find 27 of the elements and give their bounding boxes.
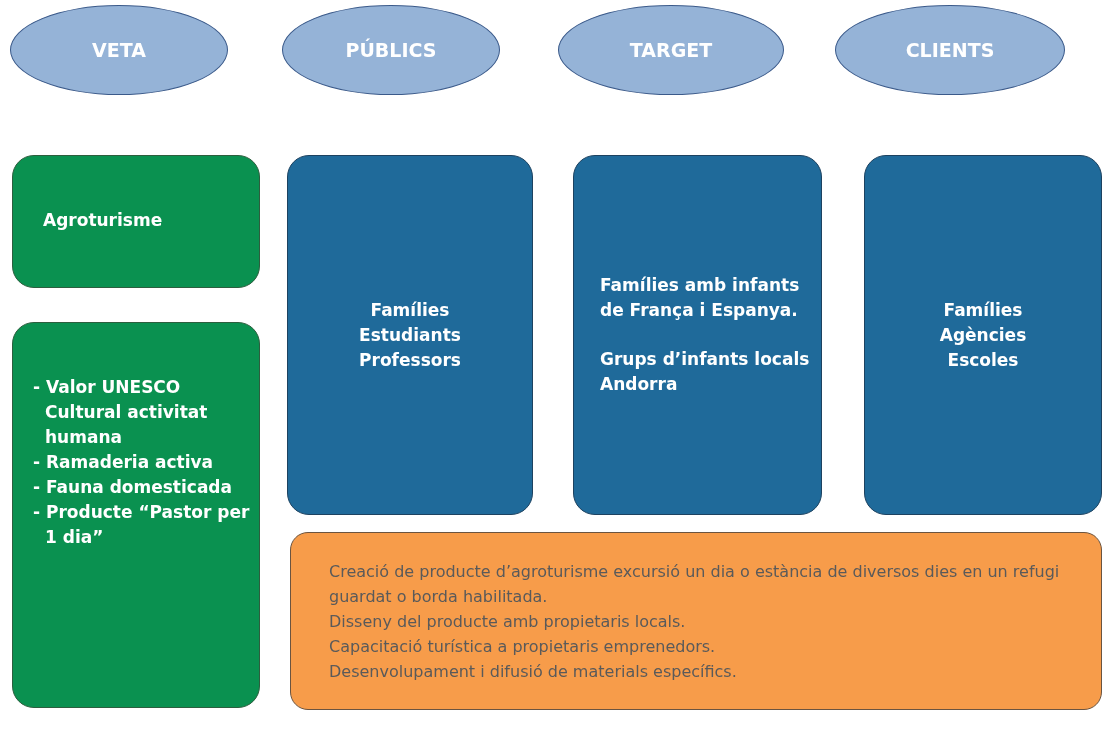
audience-box [287, 155, 533, 515]
box-text: Estudiants [359, 323, 461, 347]
box-text: Famílies [370, 298, 450, 322]
box-text: Famílies amb infants de França i Espanya. [600, 274, 801, 322]
header-text: TARGET [629, 39, 713, 61]
box-text: Grups d’infants locals Andorra [600, 348, 811, 396]
action-text: Desenvolupament i difusió de materials específics. [329, 660, 738, 683]
action-box [290, 532, 1102, 710]
feature-box [12, 322, 260, 708]
action-text: Capacitació turística a propietaris emprenedors. [329, 635, 717, 658]
header-text: PÚBLICS [345, 39, 437, 61]
box-text: Agroturisme [43, 209, 164, 232]
audience-box [864, 155, 1102, 515]
action-text: Creació de producte d’agroturisme excursió un dia o estància de diversos dies en un refugi guardat o borda habilitada. [329, 560, 1061, 608]
list-item: - Producte “Pastor per 1 dia” [33, 501, 251, 549]
audience-box [573, 155, 822, 515]
box-text: Professors [359, 348, 461, 372]
box-text: Agències [939, 323, 1027, 347]
box-text: Escoles [947, 348, 1019, 372]
list-item: - Fauna domesticada [33, 476, 233, 499]
header-text: VETA [92, 39, 146, 61]
action-text: Disseny del producte amb propietaris locals. [329, 610, 687, 633]
category-box [12, 155, 260, 288]
header-text: CLIENTS [905, 39, 995, 61]
box-text: Famílies [943, 298, 1023, 322]
list-item: - Ramaderia activa [33, 451, 215, 474]
list-item: - Valor UNESCO Cultural activitat humana [33, 376, 209, 449]
